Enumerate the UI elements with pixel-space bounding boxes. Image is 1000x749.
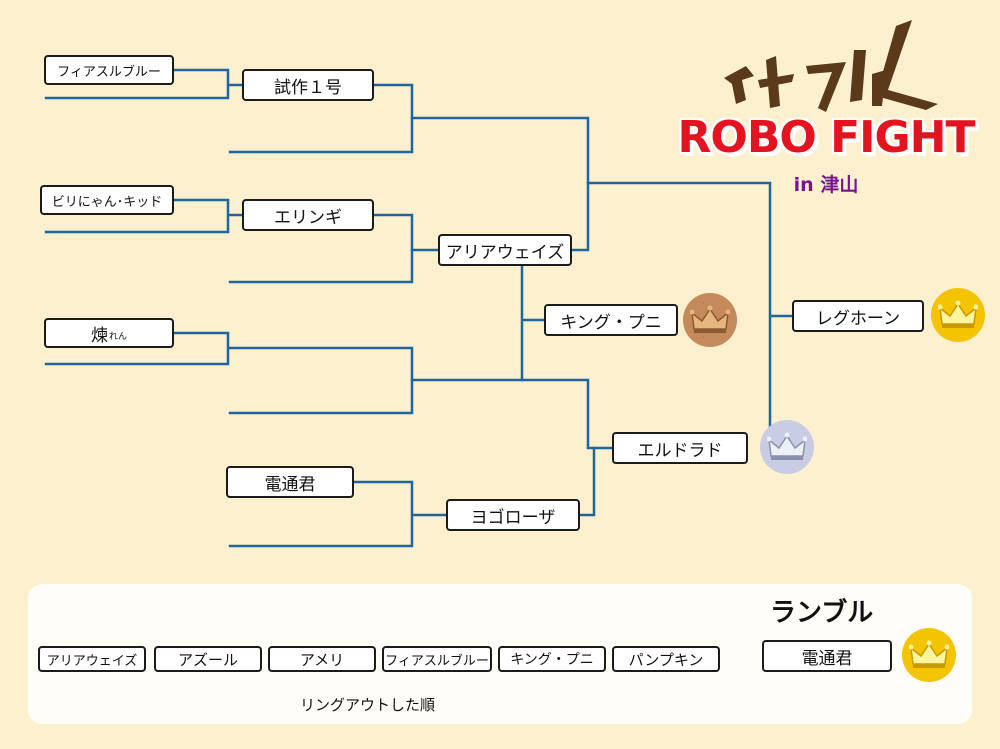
entry-yogoroza[interactable]: ヨゴローザ [446, 499, 580, 531]
rumble-order-1[interactable]: アリアウェイズ [38, 646, 146, 672]
rumble-gold-crown-icon [902, 628, 956, 682]
entry-ren[interactable]: 煉れん [44, 318, 174, 348]
line-group3-out [410, 378, 616, 450]
rumble-order-5[interactable]: キング・プニ [498, 646, 606, 672]
robo-fight-logo: ROBO FIGHT in 津山 [676, 20, 976, 210]
logo-subtitle: in 津山 [793, 174, 859, 196]
line-final [586, 181, 796, 442]
entry-leghorn[interactable]: レグホーン [792, 300, 924, 332]
line-group2-left [44, 198, 246, 234]
logo-katakana-brush [724, 20, 938, 112]
silver-crown-icon [760, 420, 814, 474]
entry-king-puni[interactable]: キング・プニ [544, 304, 678, 336]
bronze-crown-icon [683, 293, 737, 347]
rumble-order-2[interactable]: アズール [154, 646, 262, 672]
entry-eldorado[interactable]: エルドラド [612, 432, 748, 464]
gold-crown-icon [931, 288, 985, 342]
entry-ariaweizu[interactable]: アリアウェイズ [438, 234, 572, 266]
rumble-order-3[interactable]: アメリ [268, 646, 376, 672]
line-group1-out [410, 116, 590, 252]
rumble-order-caption: リングアウトした順 [300, 696, 436, 714]
entry-dentsu[interactable]: 電通君 [226, 466, 354, 498]
line-group4 [228, 480, 450, 548]
line-yogoroza-out [576, 446, 596, 517]
line-third-place [520, 263, 548, 382]
rumble-order-4[interactable]: フィアスルブルー [382, 646, 492, 672]
rumble-title: ランブル [770, 598, 874, 628]
entry-ren-name: 煉 [90, 325, 108, 346]
entry-fiasuruburu[interactable]: フィアスルブルー [44, 55, 174, 85]
entry-shisaku[interactable]: 試作１号 [242, 69, 374, 101]
line-group1-left [44, 68, 246, 100]
logo-title: ROBO FIGHT [677, 112, 976, 163]
rumble-order-6[interactable]: パンプキン [612, 646, 720, 672]
entry-eringi[interactable]: エリンギ [242, 199, 374, 231]
line-eringi [228, 213, 414, 284]
entry-ren-ruby: れん [108, 332, 127, 342]
entry-biri[interactable]: ビリにゃん･キッド [40, 185, 174, 215]
rumble-winner[interactable]: 電通君 [762, 640, 892, 672]
